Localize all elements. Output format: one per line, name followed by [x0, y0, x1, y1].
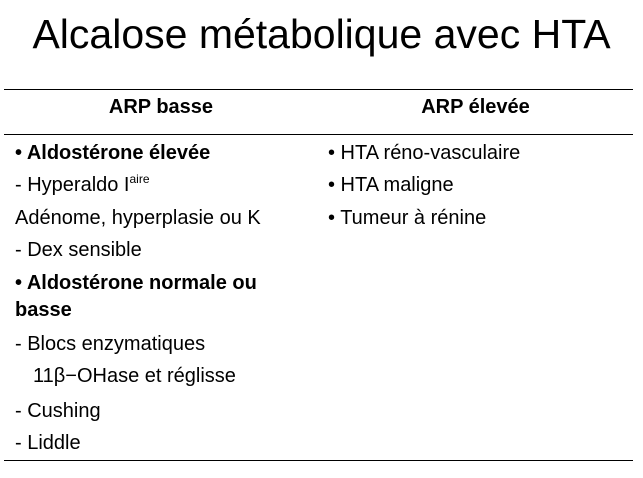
- list-item-adenome: Adénome, hyperplasie ou K: [15, 207, 261, 229]
- list-item-aldosterone-normale: • Aldostérone normale ou: [15, 272, 257, 294]
- list-item-aldosterone-basse: basse: [15, 299, 72, 321]
- list-item-liddle: - Liddle: [15, 432, 81, 454]
- list-item-hta-maligne: • HTA maligne: [328, 174, 454, 196]
- hyperaldo-text: - Hyperaldo I: [15, 174, 130, 196]
- hyperaldo-superscript: aire: [129, 172, 150, 186]
- list-item-blocs-enzymatiques: - Blocs enzymatiques: [15, 333, 206, 355]
- table-bottom-rule: [4, 460, 633, 461]
- table-top-rule: [4, 89, 633, 90]
- list-item-cushing: - Cushing: [15, 400, 101, 422]
- column-header-arp-elevee: ARP élevée: [421, 96, 530, 118]
- column-header-arp-basse: ARP basse: [108, 96, 214, 118]
- list-item-hta-reno-vasculaire: • HTA réno-vasculaire: [328, 142, 521, 164]
- list-item-tumeur-renine: • Tumeur à rénine: [328, 207, 487, 229]
- list-item-dex-sensible: - Dex sensible: [15, 239, 142, 261]
- page-title: Alcalose métabolique avec HTA: [32, 11, 611, 57]
- list-item-ohase: 11β−OHase et réglisse: [33, 365, 236, 387]
- header-divider-rule: [4, 134, 633, 135]
- list-item-hyperaldo: - Hyperaldo Iaire: [15, 172, 150, 198]
- list-item-aldosterone-elevee: • Aldostérone élevée: [15, 142, 211, 164]
